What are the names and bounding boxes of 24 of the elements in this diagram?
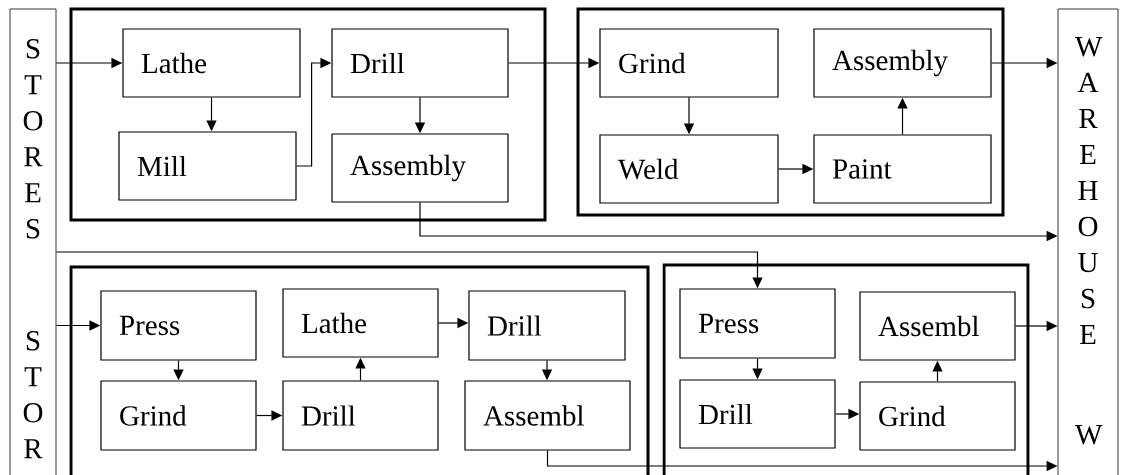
process-box: Lathe [122,28,301,98]
process-box: Assembl [859,291,1016,361]
process-box: Drill [679,379,836,449]
process-box: Drill [282,380,439,451]
process-box: Mill [118,131,297,201]
process-box: Paint [813,134,992,204]
vertical-band: WAREHOUSE W [1057,8,1119,475]
vertical-band: STORES STOR [9,8,57,475]
process-box: Grind [599,28,779,98]
group-frame [69,265,650,475]
process-box: Press [679,288,836,359]
process-box: Lathe [282,288,439,358]
process-box: Assembly [813,28,992,98]
process-box: Press [100,290,257,361]
process-box: Weld [599,134,779,204]
process-box: Grind [859,381,1016,451]
process-box: Grind [100,380,257,451]
process-box: Assembl [464,380,631,451]
group-frame [69,7,547,222]
process-box: Drill [331,28,509,98]
group-frame [576,7,1005,217]
process-box: Assembly [331,133,509,203]
group-frame [662,263,1030,475]
process-box: Drill [468,290,626,361]
